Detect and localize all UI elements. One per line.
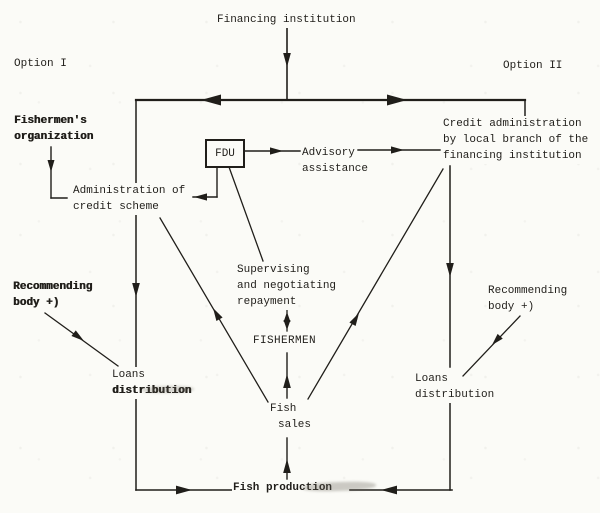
label-fish-production: Fish production xyxy=(232,480,334,496)
label-line: Fish production xyxy=(232,480,334,496)
label-line: distribution xyxy=(111,383,193,399)
label-line: distribution xyxy=(414,387,496,403)
label-advisory-assistance: Advisory assistance xyxy=(301,145,370,177)
label-line: Recommending xyxy=(12,279,94,295)
label-administration-of-credit-scheme: Administration of credit scheme xyxy=(72,183,187,215)
label-line: Option II xyxy=(502,58,564,74)
label-fishermens-organization: Fishermen's organization xyxy=(13,113,95,145)
label-line: Recommending xyxy=(487,283,569,299)
label-line: Administration of xyxy=(72,183,187,199)
label-line: Supervising xyxy=(236,262,311,278)
label-line: Financing institution xyxy=(216,12,357,28)
label-line: Advisory xyxy=(301,145,356,161)
label-line: financing institution xyxy=(442,148,583,164)
label-line: FISHERMEN xyxy=(252,333,318,349)
label-line: Loans xyxy=(111,367,147,383)
label-financing-institution: Financing institution xyxy=(216,12,357,28)
fdu-box: FDU xyxy=(205,139,245,168)
label-recommending-body-left: Recommending body +) xyxy=(12,279,94,311)
label-line: body +) xyxy=(487,299,536,315)
label-line: credit scheme xyxy=(72,199,160,215)
label-fish-sales: Fish sales xyxy=(269,401,313,433)
label-line: assistance xyxy=(301,161,370,177)
label-loans-distribution-left: Loans distribution xyxy=(111,367,193,399)
label-line: and negotiating xyxy=(236,278,338,294)
label-line: Option I xyxy=(13,56,68,72)
label-line: Fishermen's xyxy=(13,113,88,129)
label-credit-administration: Credit administration by local branch of… xyxy=(442,116,590,164)
label-supervising-negotiating-repayment: Supervising and negotiating repayment xyxy=(236,262,338,310)
label-option-i: Option I xyxy=(13,56,68,72)
label-line: sales xyxy=(277,417,313,433)
label-recommending-body-right: Recommending body +) xyxy=(487,283,569,315)
label-line: body +) xyxy=(12,295,61,311)
label-line: by local branch of the xyxy=(442,132,590,148)
label-option-ii: Option II xyxy=(502,58,564,74)
label-line: organization xyxy=(13,129,95,145)
label-line: Loans xyxy=(414,371,450,387)
label-fishermen: FISHERMEN xyxy=(252,333,318,349)
label-line: Credit administration xyxy=(442,116,583,132)
label-line: repayment xyxy=(236,294,298,310)
fdu-box-label: FDU xyxy=(215,147,235,160)
label-loans-distribution-right: Loans distribution xyxy=(414,371,496,403)
label-line: Fish xyxy=(269,401,298,417)
